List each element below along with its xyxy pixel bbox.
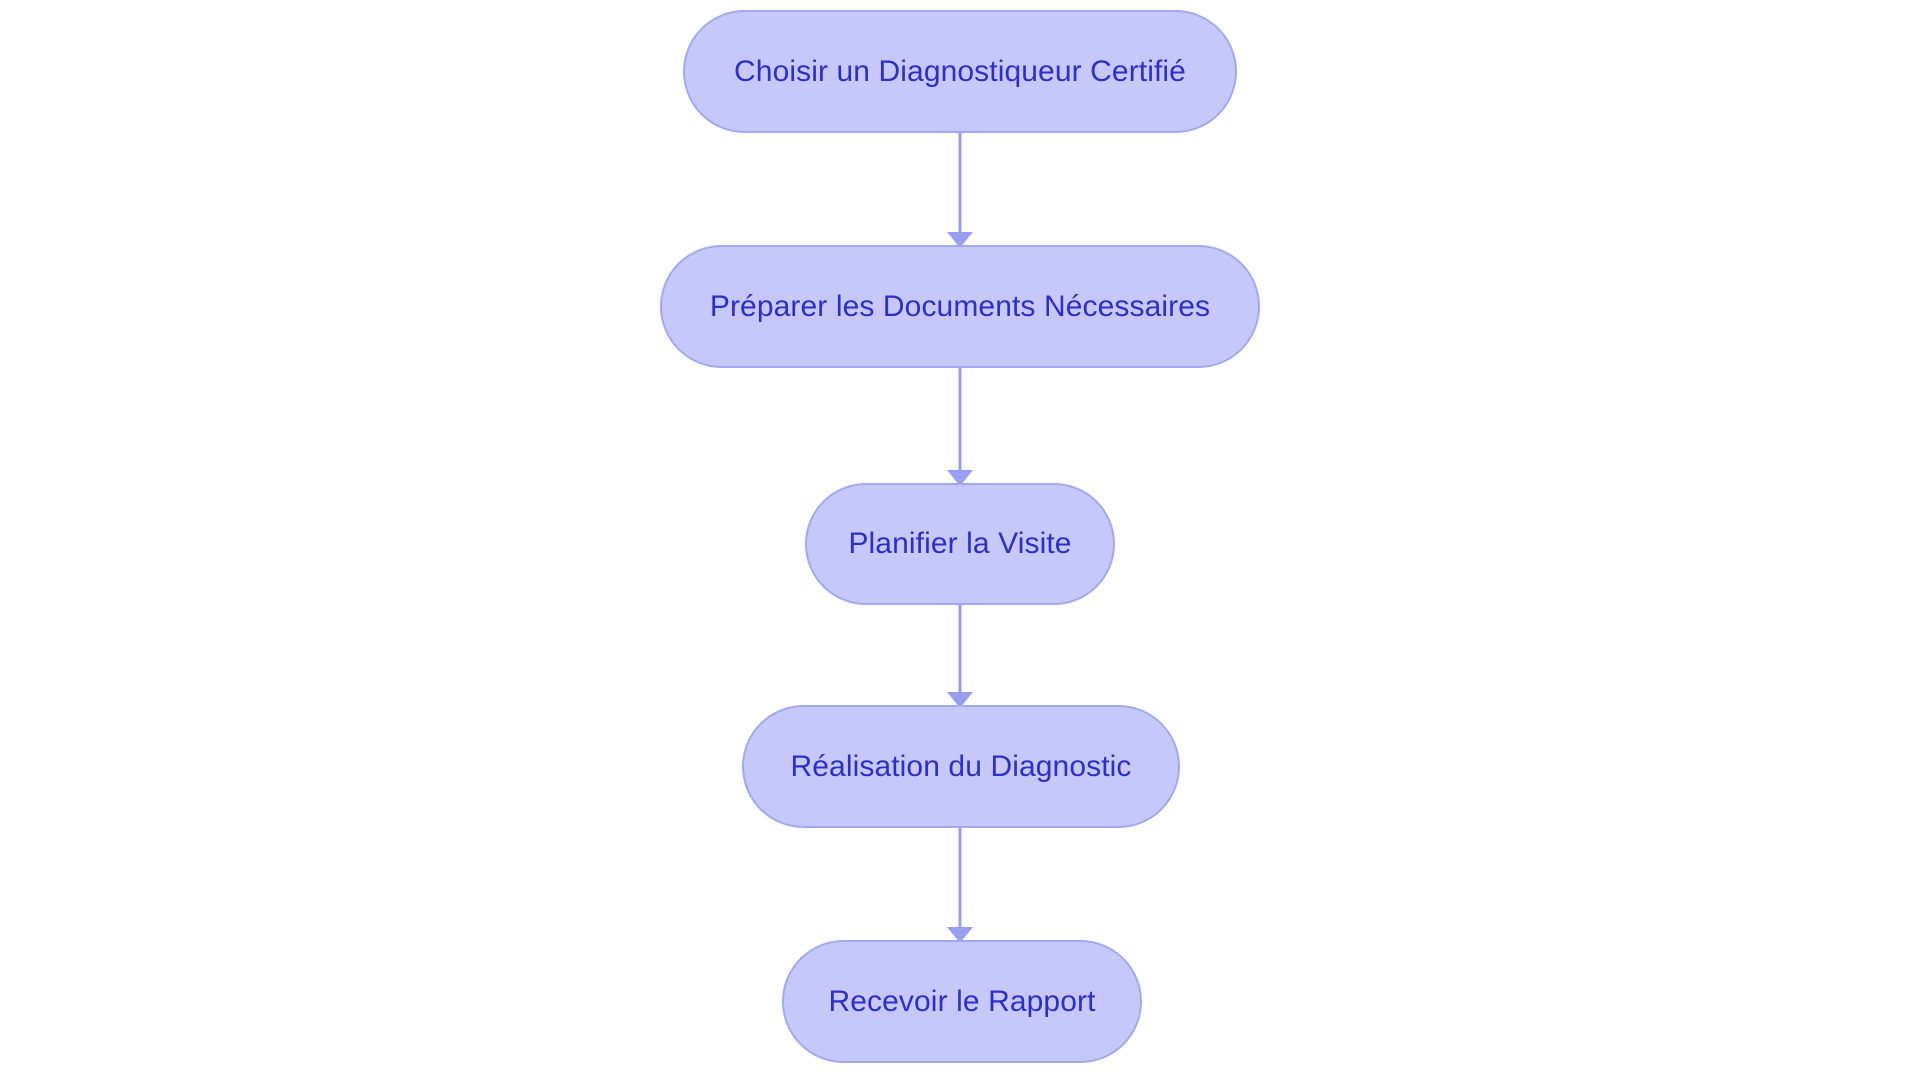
flowchart-node-realisation-du-diagnostic[interactable]: Réalisation du Diagnostic [742,705,1180,828]
flowchart-node-label: Planifier la Visite [848,527,1072,560]
edge-node-0-to-node-1 [947,133,973,248]
flowchart-node-label: Recevoir le Rapport [828,984,1096,1018]
flowchart-node-label: Réalisation du Diagnostic [790,749,1132,783]
flowchart-node-label: Choisir un Diagnostiqueur Certifié [734,54,1186,88]
flowchart-node-choisir-un-diagnostiqueur-certifie[interactable]: Choisir un Diagnostiqueur Certifié [683,10,1237,133]
edge-node-2-to-node-3 [947,605,973,708]
flowchart-node-planifier-la-visite[interactable]: Planifier la Visite [805,483,1115,605]
edge-node-1-to-node-2 [947,368,973,486]
flowchart-node-preparer-les-documents-necessaires[interactable]: Préparer les Documents Nécessaires [660,245,1260,368]
flowchart-node-recevoir-le-rapport[interactable]: Recevoir le Rapport [782,940,1142,1063]
flowchart-node-label: Préparer les Documents Nécessaires [709,289,1211,323]
edge-node-3-to-node-4 [947,828,973,943]
